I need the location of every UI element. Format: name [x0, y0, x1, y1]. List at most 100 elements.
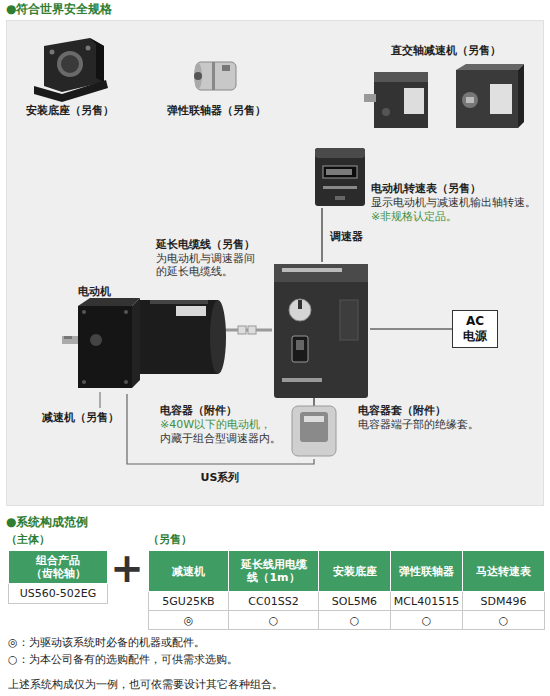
- table-header: 弹性联轴器: [391, 551, 463, 592]
- main-product-table: US560-502EG: [9, 584, 108, 604]
- connector-wire: [321, 208, 323, 262]
- table-header: 安装底座: [319, 551, 391, 592]
- page-title: ●符合世界安全规格: [6, 2, 112, 16]
- tachometer-picture: [326, 169, 352, 175]
- table-cell-box: ○: [391, 611, 463, 630]
- right-angle-gearbox-picture: [382, 108, 390, 116]
- mounting-base-picture: [61, 55, 79, 73]
- motor-picture: [62, 298, 226, 388]
- part-name: 电容器（附件）: [160, 404, 237, 418]
- node-label: ※非规格认定品。: [371, 210, 457, 224]
- motor-picture: [82, 380, 86, 384]
- right-angle-gearbox-picture: [404, 88, 424, 114]
- table-cell-box: MCL401515: [391, 592, 463, 611]
- table-cell: 马达转速表: [476, 565, 531, 578]
- table-cell-box: ○: [319, 611, 391, 630]
- part-note: ※40W以下的电动机，: [160, 418, 271, 432]
- capacitor-picture: [313, 398, 315, 406]
- part-name: 减速机（另售）: [42, 411, 119, 425]
- part-note: 为电动机与调速器间的延长电缆线。: [156, 252, 261, 278]
- tachometer-picture: [315, 148, 365, 158]
- right-angle-gearbox-picture: [364, 64, 524, 128]
- coupling-picture: [194, 72, 202, 80]
- coupling-picture: [194, 63, 202, 89]
- main-product-table: 组合产品（齿轮轴）: [9, 551, 108, 584]
- tachometer-picture: [315, 148, 365, 206]
- plus-sign: +: [110, 546, 144, 590]
- right-angle-gearbox-picture: [364, 94, 376, 102]
- right-angle-gearbox-picture: [490, 84, 512, 114]
- table-cell: 减速机: [172, 565, 205, 578]
- right-angle-gearbox-picture: [456, 70, 518, 128]
- part-note: 电容器端子部的绝缘套。: [358, 418, 479, 432]
- part-name: 延长电缆线（另售）: [156, 238, 255, 252]
- capacitor-picture: [292, 398, 336, 456]
- footnote: ◎：为驱动该系统时必备的机器或配件。: [8, 636, 205, 650]
- motor-picture: [124, 310, 128, 314]
- table-header: 延长线用电缆线（1m）: [229, 551, 319, 592]
- capacitor-picture: [292, 406, 336, 456]
- table-cell-box: SOL5M6: [319, 592, 391, 611]
- mounting-base: 安装底座（另售）: [32, 38, 108, 96]
- options-table: 5GU25KB CC01SS2 SOL5M6 MCL401515 SDM496: [149, 592, 545, 611]
- table-cell: ○: [269, 613, 279, 628]
- table-cell: ◎: [184, 613, 194, 628]
- tachometer-picture: [315, 148, 365, 206]
- node-label: AC 电源: [462, 314, 488, 344]
- speed-controller-picture: [340, 300, 358, 340]
- motor-picture: [176, 306, 206, 316]
- speed-controller-picture: [274, 264, 368, 398]
- options-table: ◎ ○ ○ ○ ○: [149, 611, 545, 630]
- footnote: ○：为本公司备有的选购配件，可供需求选购。: [8, 653, 238, 667]
- speed-controller: 调速器: [272, 262, 370, 400]
- table-cell: CC01SS2: [248, 594, 298, 609]
- right-angle-gearbox-picture: [374, 72, 428, 128]
- table-cell: ○: [350, 613, 360, 628]
- us-series-bracket: [127, 394, 314, 464]
- motor-picture: [78, 298, 140, 306]
- motor-picture: [140, 300, 218, 374]
- node-label: 电动机转速表（另售）: [371, 182, 481, 196]
- table-cell: 延长线用电缆线（1m）: [238, 558, 310, 584]
- tachometer-picture: [335, 196, 345, 200]
- mounting-base-picture: [50, 50, 55, 55]
- table-cell: US560-502EG: [20, 586, 96, 601]
- speed-controller-picture: [274, 264, 368, 282]
- node-label: 显示电动机与减速机输出轴转速。: [371, 196, 536, 210]
- table-cell: ○: [422, 613, 432, 628]
- motor-picture: [90, 334, 102, 346]
- us-series-bracket: [127, 394, 314, 464]
- motor-picture: [82, 310, 86, 314]
- speed-controller-picture: [274, 264, 368, 398]
- table-cell-box: CC01SS2: [229, 592, 319, 611]
- node-label: 安装底座（另售）: [20, 104, 120, 118]
- speed-controller-picture: [289, 299, 311, 321]
- right-angle-gearbox-picture: [518, 64, 524, 128]
- part-name: 电容器套（附件）: [358, 404, 446, 418]
- table-header: 马达转速表: [463, 551, 545, 592]
- motor-picture: [62, 336, 78, 344]
- mounting-base-picture: [34, 38, 108, 102]
- table-cell: SOL5M6: [332, 594, 377, 609]
- cable-connector: [248, 326, 256, 334]
- part-note: 内藏于组合型调速器内。: [160, 432, 281, 446]
- speed-controller-picture: [282, 378, 322, 382]
- section-heading: ●系统构成范例: [6, 515, 88, 529]
- mounting-base-picture: [57, 51, 83, 77]
- flexible-coupling: 弹性联轴器（另售）: [192, 58, 240, 94]
- motor: 电动机: [72, 304, 224, 390]
- leader-line: [100, 392, 101, 408]
- table-cell: 5GU25KB: [162, 594, 214, 609]
- cable-connector: [238, 326, 246, 334]
- motor-picture: [64, 336, 72, 339]
- tachometer-picture: [323, 186, 357, 189]
- table-cell-box: ○: [463, 611, 545, 630]
- motor-picture: [132, 298, 140, 388]
- capacitor-picture: [304, 416, 324, 422]
- footnote: 上述系统构成仅为一例，也可依需要设计其它各种组合。: [8, 678, 283, 692]
- options-table: 减速机 延长线用电缆线（1m） 安装底座 弹性联轴器 马达转速表 5GU25KB…: [149, 551, 545, 630]
- options-table: 减速机 延长线用电缆线（1m） 安装底座 弹性联轴器 马达转速表 5GU25KB…: [148, 550, 545, 630]
- table-cell-box: ○: [229, 611, 319, 630]
- right-angle-gearbox: 直交轴减速机（另售）: [368, 66, 524, 130]
- capacitor-picture: [300, 412, 328, 442]
